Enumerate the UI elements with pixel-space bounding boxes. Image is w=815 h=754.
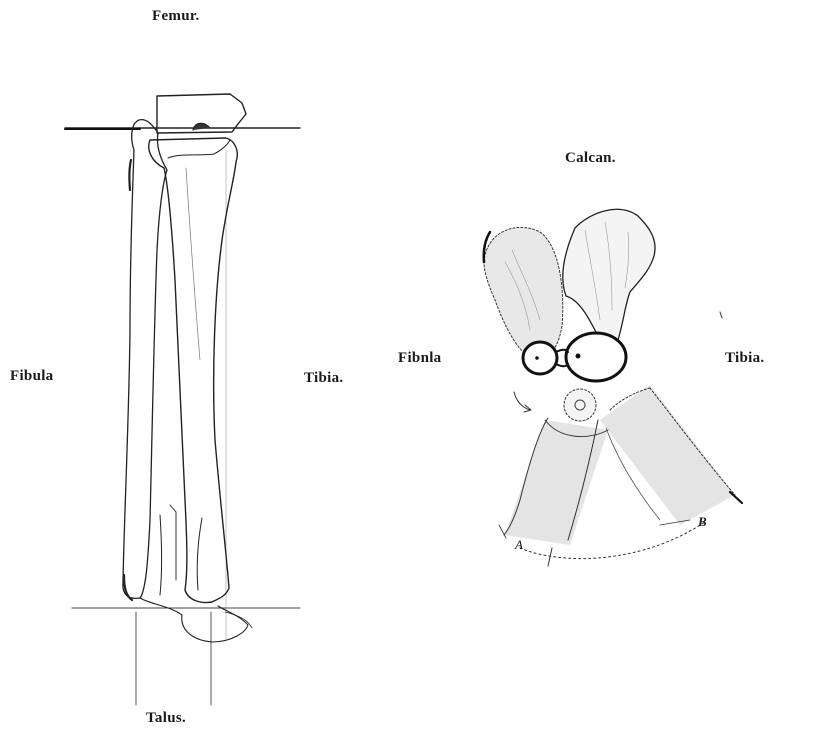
tibia-bone — [149, 138, 238, 603]
tibia-label-left: Tibia. — [304, 370, 343, 387]
fibula-head-section — [523, 342, 557, 374]
tibia-label-right: Tibia. — [725, 350, 764, 367]
talus-outline — [140, 598, 248, 642]
fibula-label-right: Fibnla — [398, 350, 441, 367]
shaded-sector-right — [600, 385, 735, 525]
calcaneus-bone — [563, 209, 655, 340]
femur-label: Femur. — [152, 8, 200, 25]
calcaneus-ghost — [484, 227, 563, 360]
tibia-head-section — [566, 333, 626, 381]
leg-bones-drawing — [65, 94, 300, 705]
shaded-sector-left — [505, 420, 608, 545]
marker-a: A — [515, 537, 523, 553]
sesamoid-circle — [564, 389, 596, 421]
fibula-label-left: Fibula — [10, 368, 53, 385]
calcan-label: Calcan. — [565, 150, 616, 167]
marker-b: B — [698, 514, 707, 530]
talus-label: Talus. — [146, 710, 186, 727]
rotation-diagram — [484, 209, 742, 566]
